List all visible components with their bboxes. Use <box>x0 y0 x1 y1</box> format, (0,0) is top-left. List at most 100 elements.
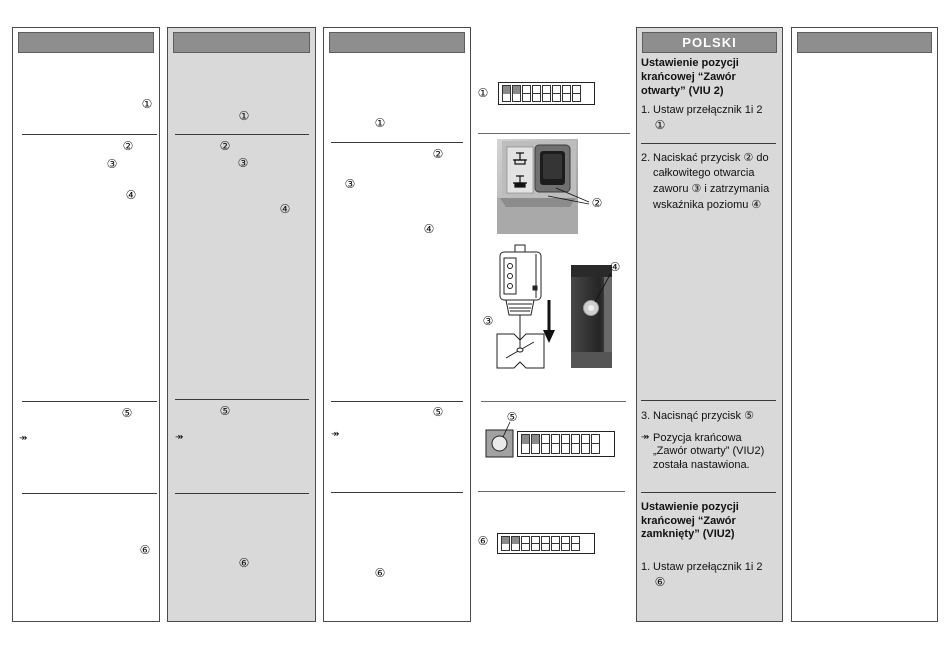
dip-switch-block-5 <box>517 431 615 457</box>
dip-switch-knob <box>533 92 540 102</box>
divider <box>22 493 157 494</box>
figure-drawings <box>485 139 612 458</box>
dip-switch-knob <box>573 92 580 102</box>
control-panel-photo <box>497 139 578 234</box>
divider <box>331 142 463 143</box>
marker-4: ④ <box>279 202 291 216</box>
marker-2: ② <box>219 139 231 153</box>
dip-switch-7 <box>561 536 570 551</box>
dip-switch-knob <box>532 435 539 444</box>
dip-switch-4 <box>532 85 541 102</box>
step-number: 3. <box>641 410 651 422</box>
dip-switch-knob <box>512 537 519 544</box>
step-number: 2. <box>641 152 651 164</box>
divider <box>331 401 463 402</box>
dip-switch-2 <box>512 85 521 102</box>
marker-5: ⑤ <box>121 406 133 420</box>
step-text: Ustaw przełącznik 1i 2 <box>653 104 763 116</box>
figures-column: ① ② ③ ④ ⑤ ⑥ <box>476 0 634 648</box>
step-text: Nacisnąć przycisk ⑤ <box>653 410 754 422</box>
dip-switch-knob <box>532 542 539 551</box>
figure-marker-3: ③ <box>482 314 494 328</box>
step-reference: ① <box>654 118 666 132</box>
column-header <box>797 32 932 53</box>
column-header <box>18 32 154 53</box>
valve-closed-icon <box>513 175 527 188</box>
divider <box>175 134 309 135</box>
dip-switch-block-6 <box>497 533 595 554</box>
result-arrow-icon: ↠ <box>331 429 340 440</box>
dip-switch-knob <box>543 92 550 102</box>
marker-3: ③ <box>106 157 118 171</box>
divider <box>175 399 309 400</box>
divider <box>641 143 776 144</box>
column-6 <box>791 27 938 622</box>
valve-open-icon <box>513 152 527 165</box>
set-button-diagram <box>485 429 514 458</box>
dip-switch-6 <box>552 85 561 102</box>
marker-1: ① <box>374 116 386 130</box>
dip-switch-knob <box>563 92 570 102</box>
step-number: 1. <box>641 561 651 573</box>
column-header <box>329 32 465 53</box>
marker-5: ⑤ <box>219 404 231 418</box>
marker-3: ③ <box>344 177 356 191</box>
dip-switch-knob <box>523 92 530 102</box>
marker-6: ⑥ <box>238 556 250 570</box>
dip-switch-8 <box>591 434 600 454</box>
column-2: ① ② ③ ④ ⑤ ↠ ⑥ <box>167 27 316 622</box>
marker-4: ④ <box>125 188 137 202</box>
dip-switch-7 <box>562 85 571 102</box>
step-text-line: zaworu ③ i zatrzymania <box>653 183 770 195</box>
dip-switch-block-1 <box>498 82 595 105</box>
dip-switch-8 <box>571 536 580 551</box>
column-polski: POLSKI Ustawienie pozycji krańcowej “Zaw… <box>636 27 783 622</box>
section-title-line: krańcowej “Zawór <box>641 515 736 527</box>
dip-switch-knob <box>542 443 549 453</box>
dip-switch-3 <box>522 85 531 102</box>
dip-switch-4 <box>531 536 540 551</box>
divider <box>641 400 776 401</box>
section-title-line: krańcowej “Zawór <box>641 71 736 83</box>
dip-switch-knob <box>553 92 560 102</box>
marker-1: ① <box>141 97 153 111</box>
result-arrow-icon: ↠ <box>175 432 184 443</box>
divider <box>22 401 157 402</box>
marker-6: ⑥ <box>374 566 386 580</box>
push-button-photo <box>534 144 571 193</box>
column-1: ① ② ③ ④ ⑤ ↠ ⑥ <box>12 27 160 622</box>
figure-marker-2: ② <box>591 196 603 210</box>
step-text-line: całkowitego otwarcia <box>653 167 755 179</box>
section-title-line: zamknięty” (VIU2) <box>641 528 735 540</box>
dip-switch-8 <box>572 85 581 102</box>
dip-switch-3 <box>521 536 530 551</box>
dip-switch-knob <box>572 542 579 551</box>
dip-switch-5 <box>541 536 550 551</box>
divider <box>478 491 625 492</box>
marker-2: ② <box>432 147 444 161</box>
step-text: Ustaw przełącznik 1i 2 <box>653 561 763 573</box>
dip-switch-2 <box>531 434 540 454</box>
divider <box>22 134 157 135</box>
dip-switch-3 <box>541 434 550 454</box>
dip-switch-6 <box>571 434 580 454</box>
section-title-line: otwarty” (VIU 2) <box>641 85 724 97</box>
result-arrow-icon: ↠ <box>19 433 28 444</box>
dip-switch-6 <box>551 536 560 551</box>
figure-marker-5: ⑤ <box>506 410 518 424</box>
dip-switch-4 <box>551 434 560 454</box>
dip-switch-knob <box>542 542 549 551</box>
column-header: POLSKI <box>642 32 777 53</box>
result-text-line: została nastawiona. <box>653 459 750 471</box>
step-text-line: Naciskać przycisk ② do <box>653 152 769 164</box>
dip-switch-1 <box>501 536 510 551</box>
figure-marker-1: ① <box>477 86 489 100</box>
dip-switch-knob <box>502 537 509 544</box>
leader-lines <box>502 187 612 438</box>
marker-1: ① <box>238 109 250 123</box>
marker-4: ④ <box>423 222 435 236</box>
dip-switch-knob <box>562 542 569 551</box>
figure-marker-6: ⑥ <box>477 534 489 548</box>
dip-switch-knob <box>522 542 529 551</box>
marker-2: ② <box>122 139 134 153</box>
